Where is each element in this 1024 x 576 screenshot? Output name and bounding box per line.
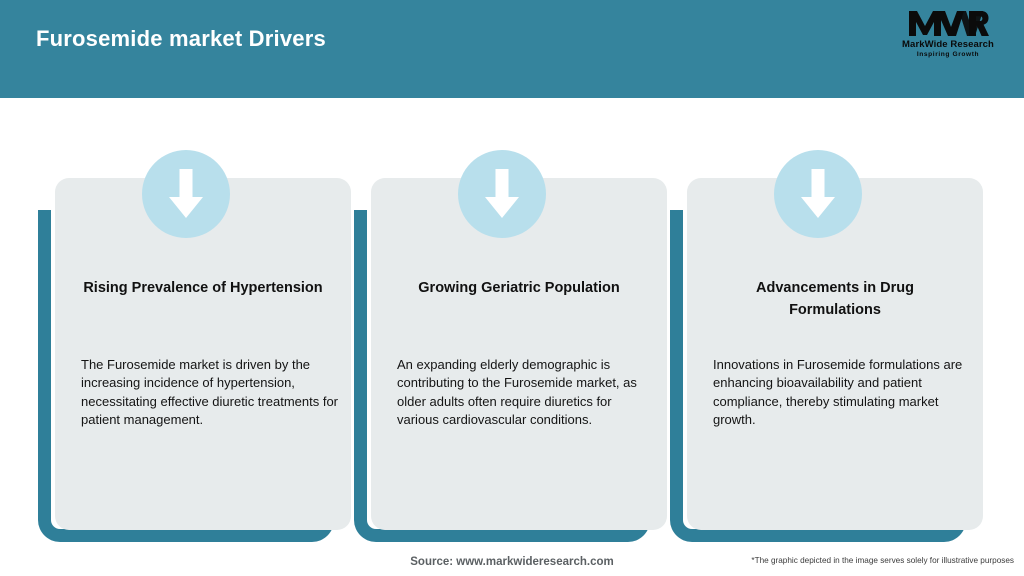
card-title: Growing Geriatric Population (418, 280, 620, 296)
arrow-down-icon (485, 169, 519, 218)
mwr-logo-icon (909, 11, 989, 36)
page-title: Furosemide market Drivers (36, 26, 326, 51)
source-label: Source: www.markwideresearch.com (410, 556, 614, 568)
driver-card[interactable]: Advancements in Drug Formulations Innova… (670, 150, 983, 542)
driver-card[interactable]: Growing Geriatric Population An expandin… (354, 150, 667, 542)
card-panel: Advancements in Drug Formulations Innova… (687, 178, 983, 530)
card-body: An expanding elderly demographic is cont… (397, 357, 637, 428)
header-band (0, 0, 1024, 98)
card-title: Advancements in Drug Formulations (756, 280, 914, 318)
card-icon-circle (458, 150, 546, 238)
logo-name: MarkWide Research (902, 39, 994, 50)
arrow-down-icon (801, 169, 835, 218)
driver-card[interactable]: Rising Prevalence of Hypertension The Fu… (38, 150, 351, 542)
disclaimer-label: *The graphic depicted in the image serve… (751, 556, 1014, 565)
card-title: Rising Prevalence of Hypertension (83, 280, 323, 296)
card-icon-circle (142, 150, 230, 238)
card-body: Innovations in Furosemide formulations a… (713, 357, 963, 428)
card-panel: Growing Geriatric Population An expandin… (371, 178, 667, 530)
card-panel: Rising Prevalence of Hypertension The Fu… (55, 178, 351, 530)
card-icon-circle (774, 150, 862, 238)
logo-tagline: Inspiring Growth (916, 51, 980, 58)
arrow-down-icon (169, 169, 203, 218)
brand-logo: MarkWide Research Inspiring Growth (888, 8, 1008, 66)
card-body: The Furosemide market is driven by the i… (81, 357, 338, 428)
